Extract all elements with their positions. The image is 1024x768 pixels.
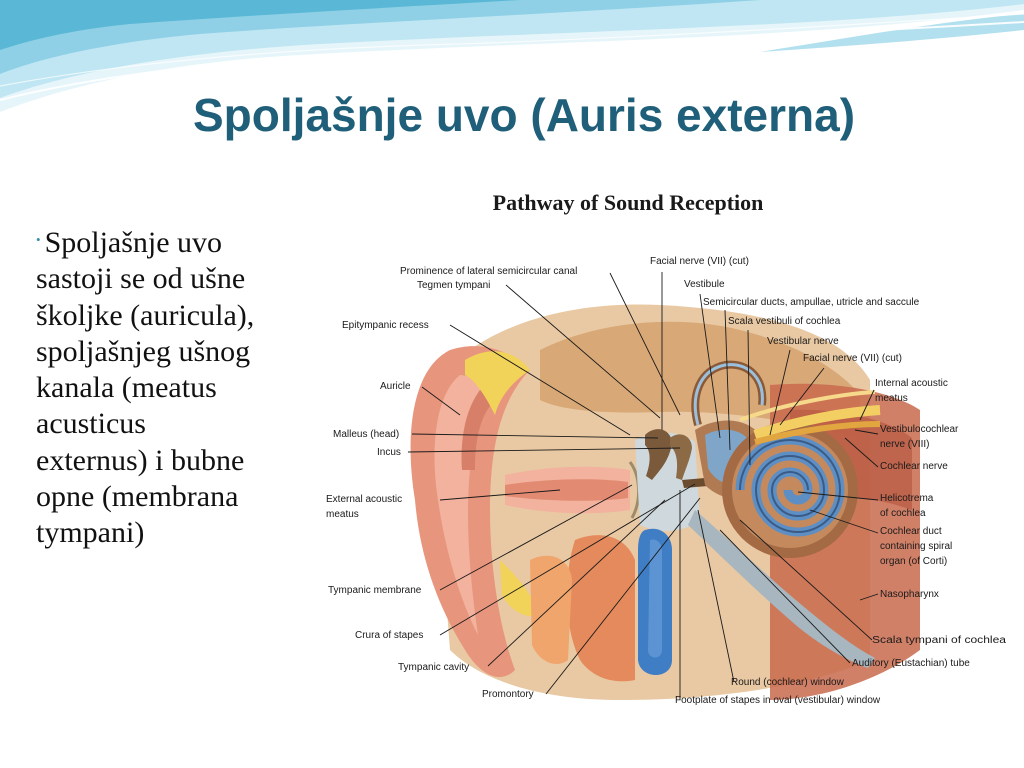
bullet-line-5: kanala (meatus bbox=[36, 371, 217, 405]
label-internal-acoustic-meatus-1: Internal acoustic bbox=[875, 378, 948, 389]
label-tegmen-tympani: Tegmen tympani bbox=[417, 280, 490, 291]
label-promontory: Promontory bbox=[482, 689, 534, 700]
bullet-line-3: školjke (auricula), bbox=[36, 298, 255, 332]
bullet-dot-icon: • bbox=[36, 232, 41, 247]
ear-illustration bbox=[410, 304, 920, 700]
bullet-line-4: spoljašnjeg ušnog bbox=[36, 334, 251, 368]
label-round-window: Round (cochlear) window bbox=[731, 677, 845, 688]
label-auricle: Auricle bbox=[380, 381, 411, 392]
label-prominence-lateral-semicircular-canal: Prominence of lateral semicircular canal bbox=[400, 266, 577, 277]
bullet-paragraph: •Spoljašnje uvo sastoji se od ušne školj… bbox=[36, 222, 311, 552]
label-tympanic-cavity: Tympanic cavity bbox=[398, 662, 469, 673]
label-external-acoustic-meatus-2: meatus bbox=[326, 509, 359, 520]
label-vestibulocochlear-nerve-2: nerve (VIII) bbox=[880, 439, 929, 450]
label-helicotrema-2: of cochlea bbox=[880, 508, 926, 519]
label-nasopharynx: Nasopharynx bbox=[880, 589, 939, 600]
label-incus: Incus bbox=[377, 447, 401, 458]
ear-anatomy-figure: Pathway of Sound Reception bbox=[300, 180, 1010, 725]
label-footplate-of-stapes: Footplate of stapes in oval (vestibular)… bbox=[675, 695, 881, 706]
label-cochlear-duct-2: containing spiral bbox=[880, 541, 952, 552]
label-crura-of-stapes: Crura of stapes bbox=[355, 630, 423, 641]
figure-title: Pathway of Sound Reception bbox=[493, 190, 764, 215]
label-cochlear-nerve: Cochlear nerve bbox=[880, 461, 948, 472]
bullet-line-8: opne (membrana bbox=[36, 480, 239, 514]
label-malleus-head: Malleus (head) bbox=[333, 429, 399, 440]
label-facial-nerve-cut-1: Facial nerve (VII) (cut) bbox=[650, 256, 749, 267]
label-epitympanic-recess: Epitympanic recess bbox=[342, 320, 429, 331]
label-cochlear-duct-3: organ (of Corti) bbox=[880, 556, 947, 567]
bullet-line-2: sastoji se od ušne bbox=[36, 262, 246, 296]
label-vestibule: Vestibule bbox=[684, 279, 725, 290]
slide-title: Spoljašnje uvo (Auris externa) bbox=[192, 89, 856, 141]
figure-labels: Prominence of lateral semicircular canal… bbox=[326, 256, 1007, 706]
label-helicotrema-1: Helicotrema bbox=[880, 493, 934, 504]
bullet-line-9: tympani) bbox=[36, 516, 145, 550]
label-external-acoustic-meatus-1: External acoustic bbox=[326, 494, 402, 505]
label-auditory-tube: Auditory (Eustachian) tube bbox=[852, 658, 970, 669]
label-semicircular-ducts: Semicircular ducts, ampullae, utricle an… bbox=[703, 297, 920, 308]
label-vestibulocochlear-nerve-1: Vestibulocochlear bbox=[880, 424, 959, 435]
label-tympanic-membrane: Tympanic membrane bbox=[328, 585, 422, 596]
bullet-text: Spoljašnje uvo bbox=[44, 226, 223, 259]
bullet-line-6: acusticus bbox=[36, 407, 146, 441]
header-waves bbox=[0, 0, 1024, 112]
label-scala-vestibuli: Scala vestibuli of cochlea bbox=[728, 316, 841, 327]
bullet-line-7: externus) i bubne bbox=[36, 443, 245, 477]
leader-lines bbox=[407, 272, 879, 700]
label-scala-tympani: Scala tympani of cochlea bbox=[872, 635, 1007, 646]
bullet-line-1: •Spoljašnje uvo bbox=[36, 222, 311, 261]
label-facial-nerve-cut-2: Facial nerve (VII) (cut) bbox=[803, 353, 902, 364]
label-cochlear-duct-1: Cochlear duct bbox=[880, 526, 942, 537]
label-internal-acoustic-meatus-2: meatus bbox=[875, 393, 908, 404]
label-vestibular-nerve: Vestibular nerve bbox=[767, 336, 839, 347]
